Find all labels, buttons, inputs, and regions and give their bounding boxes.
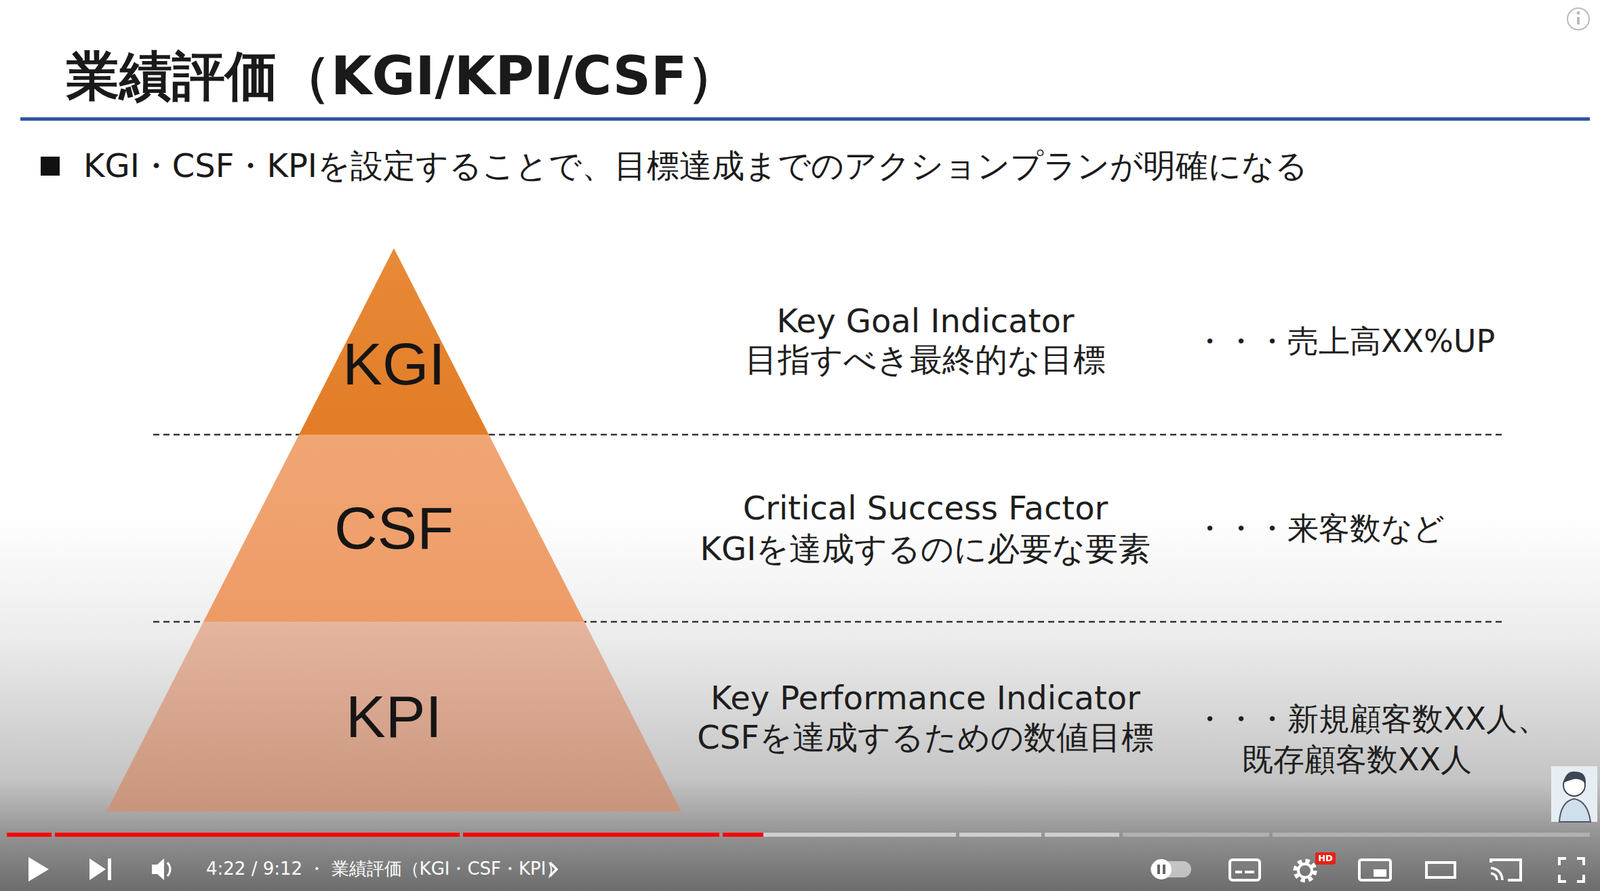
band-label: KPI [345,686,443,747]
next-icon [107,858,112,880]
volume-icon [167,862,171,876]
autoplay-toggle [1151,858,1172,880]
subtitles-icon [1235,870,1243,874]
pyramid-band: KPI [106,621,682,812]
bullet-square [40,156,60,176]
example-text: ・・・新規顧客数XX人、 [1193,700,1549,738]
next-icon [89,858,106,880]
play-icon [28,856,49,882]
example-text: ・・・来客数など [1193,509,1445,548]
term-name: Key Goal Indicator [776,301,1075,342]
miniplayer-icon [1359,859,1391,880]
autoplay-toggle [1157,864,1160,874]
term-description: KGIを達成するのに必要な要素 [700,529,1152,569]
term-name: Key Performance Indicator [710,678,1141,718]
cast-icon [1490,867,1503,880]
subtitles-icon [1244,870,1255,874]
term-name: Critical Success Factor [743,488,1109,529]
theater-icon [1426,862,1455,878]
cast-icon [1490,859,1521,880]
volume-icon [151,858,165,880]
fullscreen-icon [1559,858,1584,882]
progress-bar [6,832,1590,837]
band-label: KGI [342,334,446,394]
example-text: 既存顧客数XX人 [1242,741,1472,779]
slide-title: 業績評価（KGI/KPI/CSF） [66,44,740,109]
info-icon [1576,11,1581,15]
video-time-chapter: 4:22 / 9:12 ・ 業績評価（KGI・CSF・KPI） [206,858,564,880]
settings-icon [1295,861,1315,880]
player-controls [28,856,1584,882]
autoplay-toggle [1162,864,1166,874]
band-label: CSF [334,498,454,558]
term-description: CSFを達成するための数値目標 [696,717,1154,758]
info-icon [1576,16,1580,25]
example-text: ・・・売上高XX%UP [1193,322,1495,360]
term-description: 目指すべき最終的な目標 [745,340,1106,380]
pyramid-band: KGI [298,248,489,435]
avatar-icon [1551,766,1598,822]
title-rule [20,117,1590,121]
settings-icon [1298,863,1312,878]
info-icon [1567,8,1590,30]
hd-badge-text: HD [1317,852,1333,864]
subtitles-icon [1229,859,1260,880]
hd-badge [1315,852,1336,865]
miniplayer-icon [1373,869,1387,877]
bullet-text: KGI・CSF・KPIを設定することで、目標達成までのアクションプランが明確にな… [83,146,1308,186]
pyramid-band: CSF [203,434,585,622]
